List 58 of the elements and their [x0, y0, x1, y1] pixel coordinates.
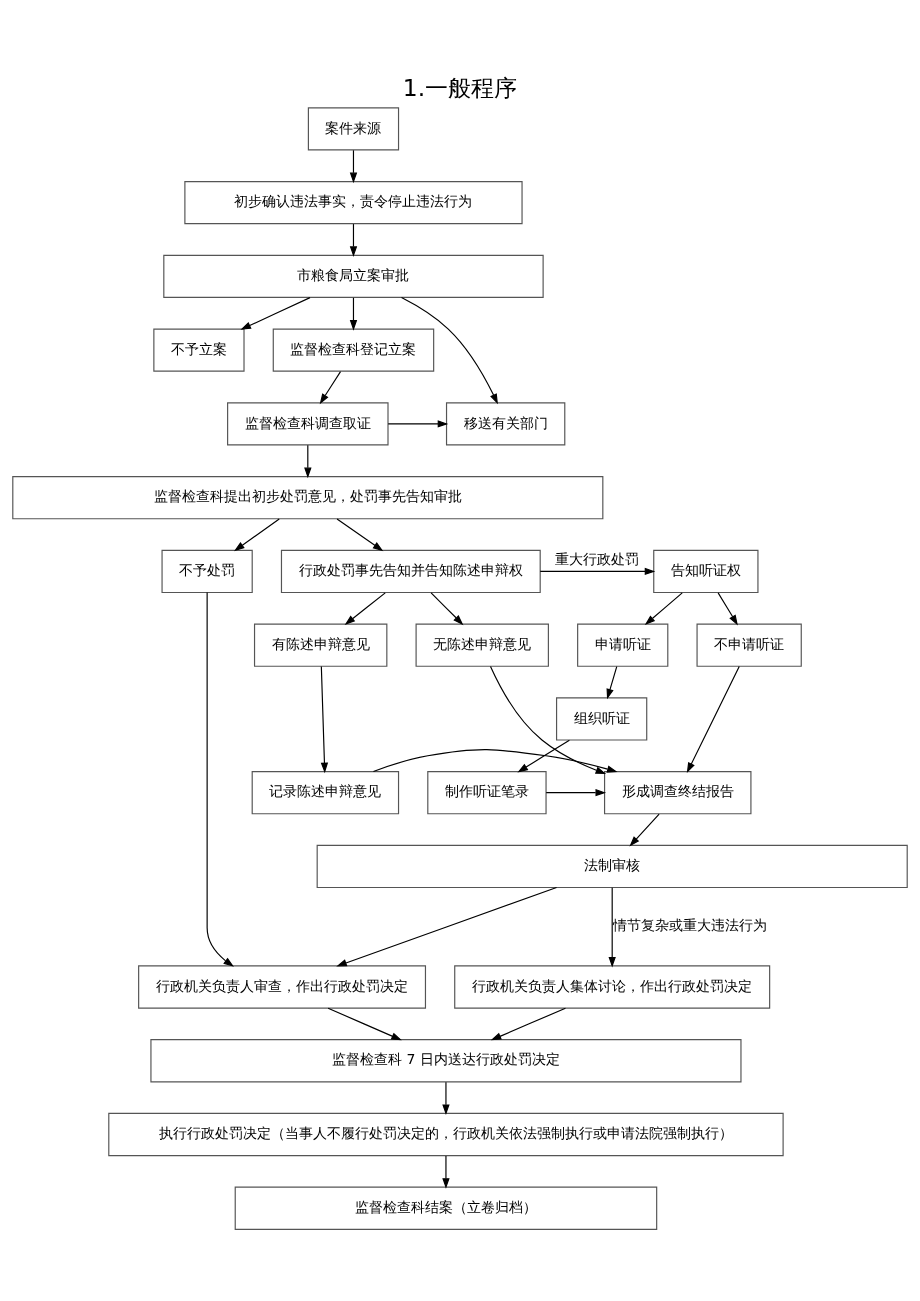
arrow: [336, 886, 558, 966]
arrow: [349, 223, 358, 257]
arrow: [240, 296, 311, 330]
arrow: [545, 788, 606, 796]
edge-label: 重大行政处罚: [554, 550, 639, 567]
arrow: [608, 886, 616, 967]
node-box: 记录陈述申辩意见: [251, 770, 400, 814]
node-box: 组织听证: [556, 696, 648, 741]
node-box: 行政机关负责人集体讨论，作出行政处罚决定: [454, 964, 771, 1009]
arrow: [717, 591, 738, 625]
node-box: 形成调查终结报告: [604, 770, 752, 814]
arrow: [517, 739, 570, 772]
node-box: 申请听证: [577, 623, 669, 667]
node-box: 制作听证笔录: [427, 770, 547, 814]
arrow: [206, 591, 234, 967]
node-box: 监督检查科 7 日内送达行政处罚决定: [150, 1038, 742, 1082]
node-box: 行政机关负责人审查，作出行政处罚决定: [138, 964, 427, 1009]
node-box: 告知听证权: [653, 549, 759, 593]
arrow: [539, 567, 656, 575]
node-box: 监督检查科提出初步处罚意见，处罚事先告知审批: [12, 475, 604, 519]
arrow: [336, 518, 384, 551]
node-box: 不予立案: [153, 327, 245, 372]
arrow: [606, 665, 618, 699]
arrow: [304, 444, 312, 478]
arrow: [349, 149, 358, 183]
arrow: [629, 813, 660, 846]
arrow: [387, 419, 449, 428]
arrow: [319, 370, 342, 404]
node-box: 初步确认违法事实，责令停止违法行为: [184, 180, 523, 224]
node-box: 法制审核: [316, 844, 908, 888]
arrow: [442, 1154, 450, 1189]
arrow: [644, 591, 683, 625]
arrow: [430, 591, 464, 625]
arrow: [344, 591, 386, 625]
node-box: 无陈述申辩意见: [415, 623, 549, 667]
arrow: [490, 1007, 567, 1040]
arrow: [349, 296, 358, 331]
node-box: 不申请听证: [696, 623, 802, 667]
node-box: 监督检查科登记立案: [272, 327, 435, 372]
node-box: 行政处罚事先告知并告知陈述申辩权: [280, 549, 541, 593]
node-box: 移送有关部门: [445, 401, 566, 446]
arrow: [327, 1007, 402, 1040]
node-box: 市粮食局立案审批: [163, 254, 544, 298]
diagram-title: 1.一般程序: [402, 73, 518, 102]
node-box: 不予处罚: [161, 549, 253, 593]
node-box: 案件来源: [307, 106, 400, 151]
arrow: [686, 665, 740, 773]
arrow: [234, 518, 280, 551]
node-box: 监督检查科结案（立卷归档）: [234, 1186, 658, 1230]
arrow: [442, 1081, 450, 1115]
node-box: 有陈述申辩意见: [253, 623, 388, 667]
node-box: 监督检查科调查取证: [227, 401, 389, 446]
arrow: [400, 296, 498, 404]
arrow: [489, 665, 607, 774]
arrow: [372, 748, 618, 773]
arrow: [320, 665, 329, 773]
node-box: 执行行政处罚决定（当事人不履行处罚决定的，行政机关依法强制执行或申请法院强制执行）: [108, 1112, 784, 1156]
edge-label: 情节复杂或重大违法行为: [613, 916, 768, 933]
